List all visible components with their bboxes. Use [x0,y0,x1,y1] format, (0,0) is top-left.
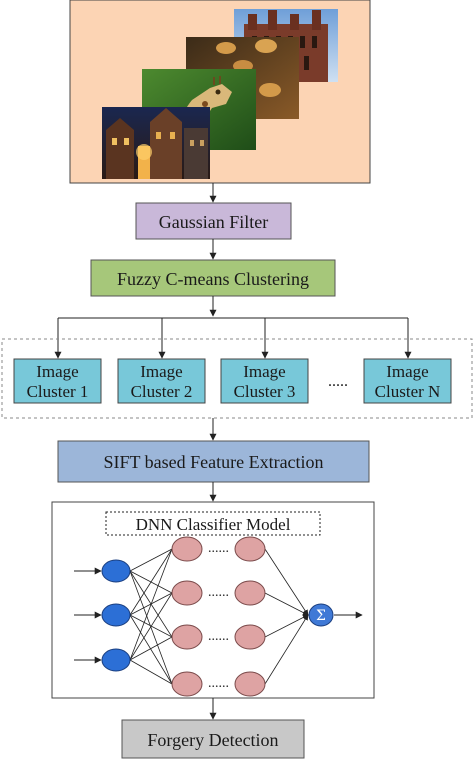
cluster-n-line1: Image [386,362,428,381]
connection-in3-h2 [129,592,173,661]
cluster-2-line1: Image [140,362,182,381]
connection-h3-out [264,614,309,638]
cluster-1-line2: Cluster 1 [27,382,89,401]
hidden-ellipsis-4: ...... [208,676,229,691]
sum-symbol: Σ [316,608,326,624]
connection-h1-out [264,548,309,616]
cluster-1-line1: Image [36,362,78,381]
forgery-detection-box [121,719,305,759]
output-neuron [308,603,334,627]
input-neuron-1 [101,559,131,583]
connection-in2-h4 [129,614,173,685]
hidden-ellipsis-3: ...... [208,629,229,644]
fcm-clustering-label: Fuzzy C-means Clustering [117,269,309,289]
hidden1-neuron-1 [171,536,203,562]
neural-network: ........................ Σ [74,536,363,697]
cluster-n-line2: Cluster N [375,382,441,401]
hidden-ellipsis-1: ...... [208,541,229,556]
input-neuron-2 [101,603,131,627]
sift-feature-box [57,440,370,483]
hidden-ellipsis-2: ...... [208,585,229,600]
connection-in2-h1 [129,548,173,616]
sift-feature-label: SIFT based Feature Extraction [103,452,323,472]
cluster-box-3: Image Cluster 3 [220,358,309,404]
cluster-box-2: Image Cluster 2 [117,358,206,404]
connection-h2-out [264,592,309,616]
connection-in3-h1 [129,548,173,661]
forgery-detection-label: Forgery Detection [147,730,278,750]
cluster-3-line1: Image [243,362,285,381]
cluster-box-1: Image Cluster 1 [13,358,102,404]
dnn-title-frame [105,511,321,536]
night-street-photo-icon [102,107,210,179]
cluster-2-line2: Cluster 2 [131,382,193,401]
hidden2-neuron-2 [234,580,266,606]
hidden2-neuron-1 [234,536,266,562]
hidden2-neuron-3 [234,624,266,650]
cluster-group-frame [1,338,473,419]
hidden1-neuron-2 [171,580,203,606]
cluster-3-line2: Cluster 3 [234,382,296,401]
connection-h4-out [264,614,309,685]
cluster-ellipsis: ..... [328,373,348,390]
connection-in1-h4 [129,570,173,685]
gaussian-filter-label: Gaussian Filter [159,212,269,232]
connection-in3-h3 [129,636,173,661]
hidden2-neuron-4 [234,671,266,697]
hidden1-neuron-3 [171,624,203,650]
dnn-title: DNN Classifier Model [136,515,291,534]
cluster-box-n: Image Cluster N [363,358,452,404]
connection-in1-h1 [129,548,173,572]
input-neuron-3 [101,648,131,672]
connection-in3-h4 [129,659,173,685]
hidden1-neuron-4 [171,671,203,697]
